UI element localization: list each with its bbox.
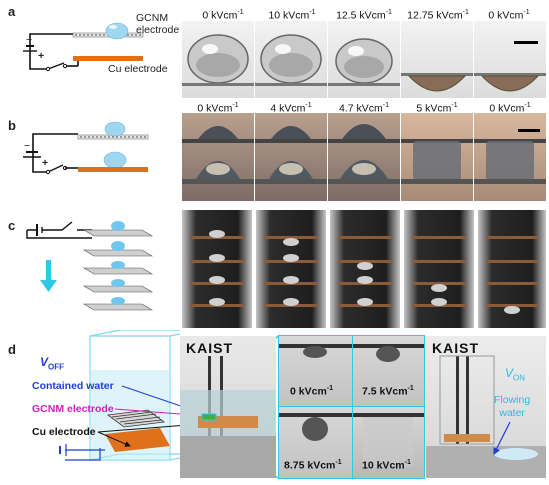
panel-c-photo-5	[478, 210, 546, 328]
panel-d-logo-right: KAIST	[432, 340, 479, 356]
panel-d-inset-3	[278, 406, 353, 479]
panel-a-field-4: 12.75 kVcm-1	[407, 9, 469, 22]
panel-b-polarity-minus: −	[24, 140, 31, 152]
panel-d-flow-arrow	[493, 421, 511, 456]
panel-a-photo-5	[474, 21, 546, 98]
panel-a-field-5: 0 kVcm-1	[488, 9, 530, 22]
panel-a-label: a	[8, 4, 16, 19]
panel-b-field-4: 5 kVcm-1	[416, 102, 458, 115]
panel-c-photo-4	[404, 210, 474, 328]
panel-b-polarity-plus: +	[42, 157, 49, 169]
panel-d-gcnm-label: GCNM electrode	[32, 403, 114, 415]
panel-d-inset-2	[352, 335, 425, 407]
panel-b-field-2: 4 kVcm-1	[270, 102, 312, 115]
panel-a-photo-1	[182, 21, 254, 98]
panel-a-field-1: 0 kVcm-1	[202, 9, 244, 22]
panel-d-logo-left: KAIST	[186, 340, 233, 356]
panel-b-photo-1	[182, 113, 254, 201]
panel-c-photo-1	[182, 210, 252, 328]
panel-d-voff-label: VOFF	[40, 355, 65, 372]
panel-a-polarity-minus: −	[26, 34, 33, 46]
panel-b-photo-4	[401, 113, 473, 201]
panel-d-contained-water-label: Contained water	[32, 380, 114, 392]
panel-b-photo-2	[255, 113, 327, 201]
panel-a-field-3: 12.5 kVcm-1	[336, 9, 392, 22]
panel-c-photo-3	[330, 210, 400, 328]
panel-b-scale-bar	[518, 129, 540, 132]
panel-d-von-label: VON	[505, 366, 526, 383]
panel-d-inset-1-label: 0 kVcm-1	[290, 385, 334, 398]
panel-d-label: d	[8, 342, 16, 357]
panel-d-inset-3-label: 8.75 kVcm-1	[284, 459, 342, 472]
panel-a-field-2: 10 kVcm-1	[268, 9, 316, 22]
panel-a-photo-3	[328, 21, 400, 98]
panel-d-inset-4-label: 10 kVcm-1	[362, 459, 411, 472]
panel-b-photo-3	[328, 113, 400, 201]
panel-d-inset-2-label: 7.5 kVcm-1	[362, 385, 414, 398]
panel-b-label: b	[8, 118, 16, 133]
panel-b-field-1: 0 kVcm-1	[197, 102, 239, 115]
panel-b-photo-5	[474, 113, 546, 201]
panel-b-schematic	[23, 121, 149, 175]
panel-d-cu-label: Cu electrode	[32, 426, 96, 438]
panel-a-schematic	[23, 22, 144, 72]
panel-c-photo-2	[256, 210, 326, 328]
panel-a-polarity-plus: +	[38, 50, 45, 62]
panel-b-field-3: 4.7 kVcm-1	[339, 102, 389, 115]
panel-d-inset-4	[352, 406, 425, 479]
panel-b-field-5: 0 kVcm-1	[489, 102, 531, 115]
panel-c-schematic	[26, 221, 154, 311]
panel-d-photo-left: KAIST	[180, 336, 276, 478]
panel-a-scale-bar	[514, 41, 538, 44]
panel-c-label: c	[8, 218, 16, 233]
panel-d-photo-right: KAIST	[426, 336, 546, 478]
panel-d-inset-1	[278, 335, 353, 407]
panel-a-photo-4	[401, 21, 473, 98]
panel-a-cu-label: Cu electrode	[108, 63, 168, 75]
panel-a-photo-2	[255, 21, 327, 98]
